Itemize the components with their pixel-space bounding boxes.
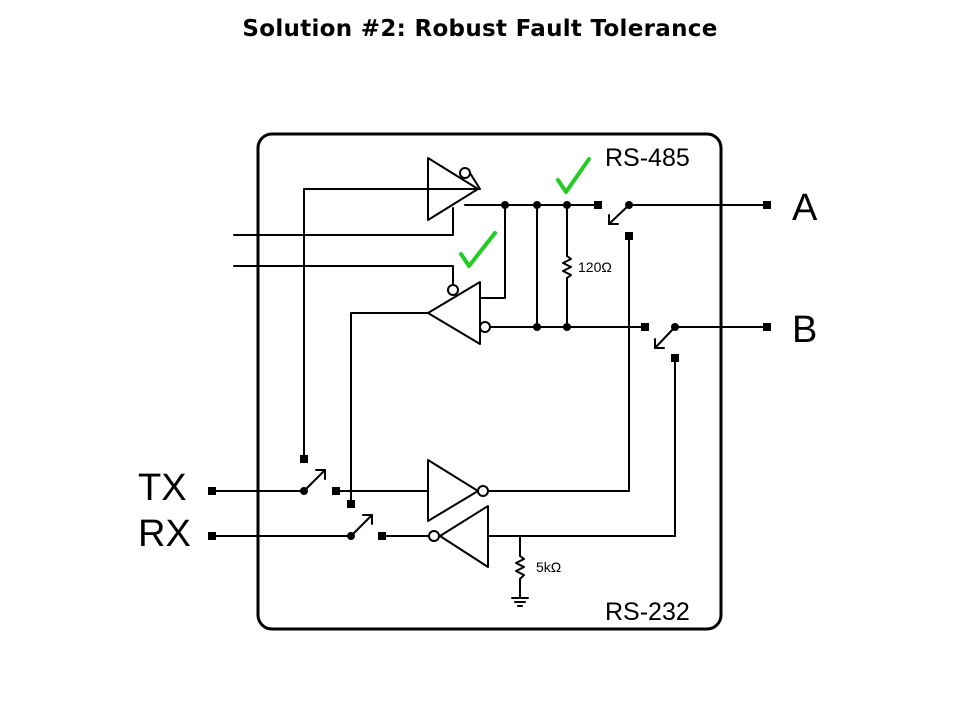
rs232-driver-inverting-bubble [477,485,489,497]
pin-b-label: B [792,309,817,351]
pin-a-terminal [763,201,771,209]
switch-b-lever [654,326,676,349]
rx-switch-lever [350,514,373,537]
rs232-receiver-inverting-bubble [428,530,440,542]
rs232-label: RS-232 [605,598,690,626]
bias-resistor-label: 5kΩ [536,559,561,575]
rs485-receiver-enable-bubble [447,284,459,296]
rs485-receiver-inverting-bubble [479,321,491,333]
switch-a-lever [608,204,630,225]
termination-resistor [562,255,572,279]
termination-resistor-label: 120Ω [578,259,612,275]
rs485-label: RS-485 [605,144,690,172]
pin-rx-terminal [208,532,216,540]
rs232-driver-buffer [427,459,479,522]
rs485-driver-enable-bubble [459,167,471,179]
rs232-receiver-buffer [439,505,489,568]
rs485-receiver-buffer [427,281,481,345]
pin-a-label: A [792,187,818,229]
pin-rx-label: RX [138,513,191,555]
checkmark-icon [556,157,591,194]
bias-resistor [515,555,525,580]
slide-title: Solution #2: Robust Fault Tolerance [242,16,718,42]
pin-tx-label: TX [138,467,187,509]
pin-b-terminal [763,323,771,331]
checkmark-icon [459,231,497,268]
pin-tx-terminal [208,487,216,495]
transceiver-enclosure [256,132,723,631]
tx-switch-lever [303,469,326,492]
